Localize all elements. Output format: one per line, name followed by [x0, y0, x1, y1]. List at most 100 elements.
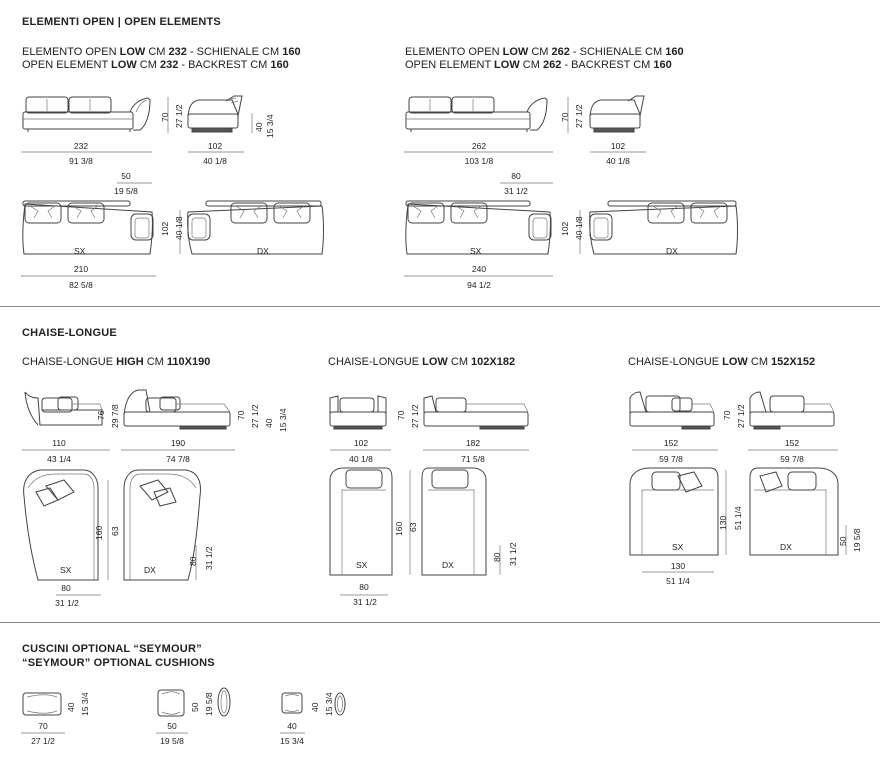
dim-width-cm: 110	[52, 438, 66, 448]
dim-height-in: 27 1/2	[736, 404, 746, 428]
dim-width-cm: 130	[670, 561, 686, 571]
dim-width-in: 27 1/2	[31, 736, 55, 746]
dim-height-cm: 70	[560, 112, 570, 122]
dim-seat-height-cm: 40	[254, 122, 264, 132]
dim-width-cm: 80	[61, 583, 71, 593]
open-element-262-title-it: ELEMENTO OPEN LOW CM 262 - SCHIENALE CM …	[405, 46, 684, 58]
dim-width-cm: 40	[287, 721, 297, 731]
section-title-cushions-it: CUSCINI OPTIONAL “SEYMOUR”	[22, 643, 202, 655]
chaise-low152-side-view	[749, 391, 835, 430]
dim-height-in: 15 3/4	[80, 692, 90, 716]
dim-width-in: 31 1/2	[353, 597, 377, 607]
open-element-232-side-view	[187, 95, 243, 133]
dim-depth-in: 40 1/8	[203, 156, 227, 166]
dim-width-in: 31 1/2	[55, 598, 79, 608]
label-dx: DX	[666, 246, 678, 256]
dim-width-in: 91 3/8	[69, 156, 93, 166]
chaise-high-sx-top-view	[23, 469, 99, 581]
dim-height-in: 19 5/8	[204, 692, 214, 716]
dim-arm-cm: 80	[511, 171, 521, 181]
section-divider	[0, 306, 880, 307]
dim-length-in: 63	[408, 522, 418, 532]
dim-width-in: 19 5/8	[852, 528, 862, 552]
label-sx: SX	[470, 246, 482, 256]
dim-height-in: 27 1/2	[250, 404, 260, 428]
dim-top-width-cm: 240	[471, 264, 487, 274]
dim-width-cm: 80	[359, 582, 369, 592]
label-dx: DX	[780, 542, 792, 552]
dim-width-cm: 70	[38, 721, 48, 731]
dim-width-in: 59 7/8	[659, 454, 683, 464]
chaise-high-dimension-lines	[22, 449, 235, 596]
chaise-low102-front-view	[329, 395, 387, 430]
dim-top-width-cm: 210	[73, 264, 89, 274]
label-sx: SX	[60, 565, 72, 575]
dim-width-cm: 152	[663, 438, 679, 448]
dim-top-depth-cm: 102	[160, 221, 170, 236]
cushion-70x40-drawing	[21, 692, 65, 734]
dim-depth-in: 40 1/8	[606, 156, 630, 166]
dim-height-in: 27 1/2	[410, 404, 420, 428]
dim-height-cm: 40	[310, 702, 320, 712]
dim-height-in: 27 1/2	[574, 104, 584, 128]
section-divider	[0, 622, 880, 623]
dim-top-depth-in: 40 1/8	[174, 216, 184, 240]
dim-seat-height-in: 15 3/4	[278, 408, 288, 432]
open-element-232-front-view	[22, 96, 151, 132]
chaise-high-title: CHAISE-LONGUE HIGH CM 110X190	[22, 356, 211, 368]
dim-width-cm: 102	[353, 438, 369, 448]
dim-length-cm: 160	[394, 521, 404, 536]
label-dx: DX	[257, 246, 269, 256]
dim-height-in: 29 7/8	[110, 404, 120, 428]
dim-length-in: 74 7/8	[166, 454, 190, 464]
label-dx: DX	[144, 565, 156, 575]
chaise-low152-sx-top-view	[629, 467, 719, 556]
chaise-low102-side-view	[423, 395, 529, 430]
chaise-high-side-view	[123, 389, 231, 430]
section-title-chaise-longue: CHAISE-LONGUE	[22, 327, 117, 339]
dim-height-cm: 70	[236, 410, 246, 420]
chaise-high-front-view	[24, 391, 103, 426]
label-sx: SX	[672, 542, 684, 552]
dim-height-cm: 70	[722, 410, 732, 420]
dim-seat-height-cm: 40	[264, 418, 274, 428]
open-element-262-side-view	[589, 95, 645, 133]
dim-length-in: 63	[110, 526, 120, 536]
section-title-open-elements: ELEMENTI OPEN | OPEN ELEMENTS	[22, 16, 221, 28]
open-element-232-dx-top-view	[187, 200, 324, 255]
section-title-cushions-en: “SEYMOUR” OPTIONAL CUSHIONS	[22, 657, 215, 669]
dim-length-in: 71 5/8	[461, 454, 485, 464]
chaise-high-dx-top-view	[123, 469, 201, 581]
dim-arm-in: 31 1/2	[504, 186, 528, 196]
open-element-262-front-view	[405, 96, 548, 132]
chaise-low102-dx-top-view	[421, 467, 487, 576]
dim-length-cm: 130	[718, 515, 728, 530]
dim-width-cm: 80	[492, 552, 502, 562]
dim-width-in: 51 1/4	[666, 576, 690, 586]
dim-width-cm: 50	[838, 536, 848, 546]
dim-width-in: 19 5/8	[160, 736, 184, 746]
dim-width-in: 43 1/4	[47, 454, 71, 464]
dim-width-cm: 232	[73, 141, 89, 151]
dim-length-cm: 182	[465, 438, 481, 448]
open-element-262-dimension-lines	[404, 97, 646, 277]
dim-top-depth-cm: 102	[560, 221, 570, 236]
chaise-low152-dx-top-view	[749, 467, 839, 556]
dim-length-cm: 160	[94, 525, 104, 540]
dim-height-cm: 50	[190, 702, 200, 712]
label-sx: SX	[356, 560, 368, 570]
dim-height-cm: 70	[160, 112, 170, 122]
chaise-low152-title: CHAISE-LONGUE LOW CM 152X152	[628, 356, 816, 368]
cushion-40x40-drawing	[280, 692, 346, 734]
cushion-50x50-drawing	[156, 687, 231, 734]
dim-height-cm: 70	[396, 410, 406, 420]
dim-height-cm: 40	[66, 702, 76, 712]
dim-depth-cm: 102	[610, 141, 626, 151]
label-dx: DX	[442, 560, 454, 570]
chaise-low102-sx-top-view	[329, 467, 393, 576]
open-element-232-title-en: OPEN ELEMENT LOW CM 232 - BACKREST CM 16…	[22, 59, 289, 71]
chaise-low152-front-view	[629, 391, 715, 430]
open-element-262-title-en: OPEN ELEMENT LOW CM 262 - BACKREST CM 16…	[405, 59, 672, 71]
dim-width-in: 15 3/4	[280, 736, 304, 746]
